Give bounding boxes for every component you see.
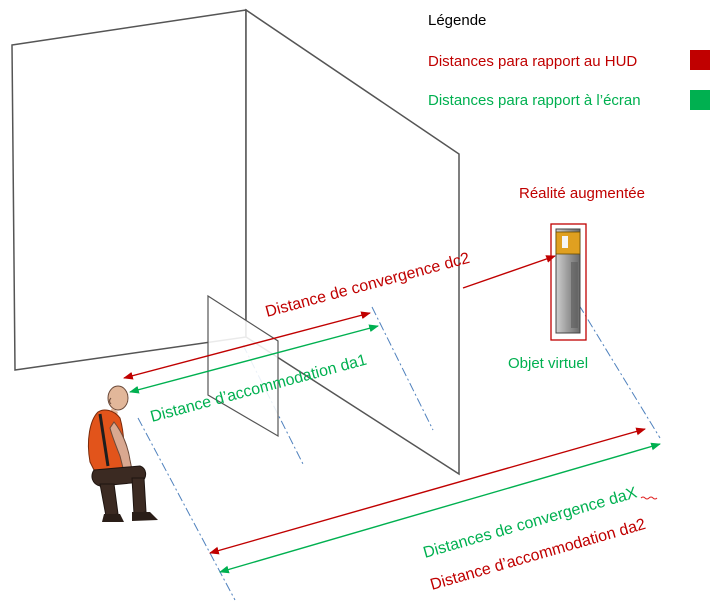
person-back-leg (99, 483, 119, 517)
guide-line (371, 306, 434, 431)
arrow-accommodation-da2 (219, 442, 661, 574)
pillar-highlight (562, 236, 568, 248)
legend-item-hud-swatch (690, 50, 710, 70)
legend-item-hud-label: Distances para rapport au HUD (428, 53, 637, 70)
guide-line (578, 304, 661, 439)
person-ear (109, 397, 112, 405)
guide-line (137, 417, 236, 601)
pillar-shade (571, 262, 578, 328)
person-vest-stripe (98, 413, 110, 467)
virtual-object (550, 223, 587, 341)
person-shoe (132, 512, 158, 521)
virtual-object-label: Objet virtuel (508, 355, 588, 372)
spell-check-underline (640, 496, 658, 500)
arrow-accommodation-da1 (129, 324, 379, 394)
legend: Légende Distances para rapport au HUD Di… (428, 12, 710, 110)
legend-item-screen-label: Distances para rapport à l’écran (428, 92, 641, 109)
person-shoe (102, 514, 124, 522)
seated-person-icon (87, 385, 158, 522)
person-lower-leg (131, 477, 147, 515)
person-head (107, 385, 129, 411)
legend-title: Légende (428, 12, 486, 29)
arrow-convergence-dc2-far (462, 255, 556, 289)
virtual-object-frame (550, 223, 587, 341)
legend-item-screen-swatch (690, 90, 710, 110)
screen-distance-arrows (129, 324, 661, 574)
augmented-reality-label: Réalité augmentée (519, 185, 645, 202)
